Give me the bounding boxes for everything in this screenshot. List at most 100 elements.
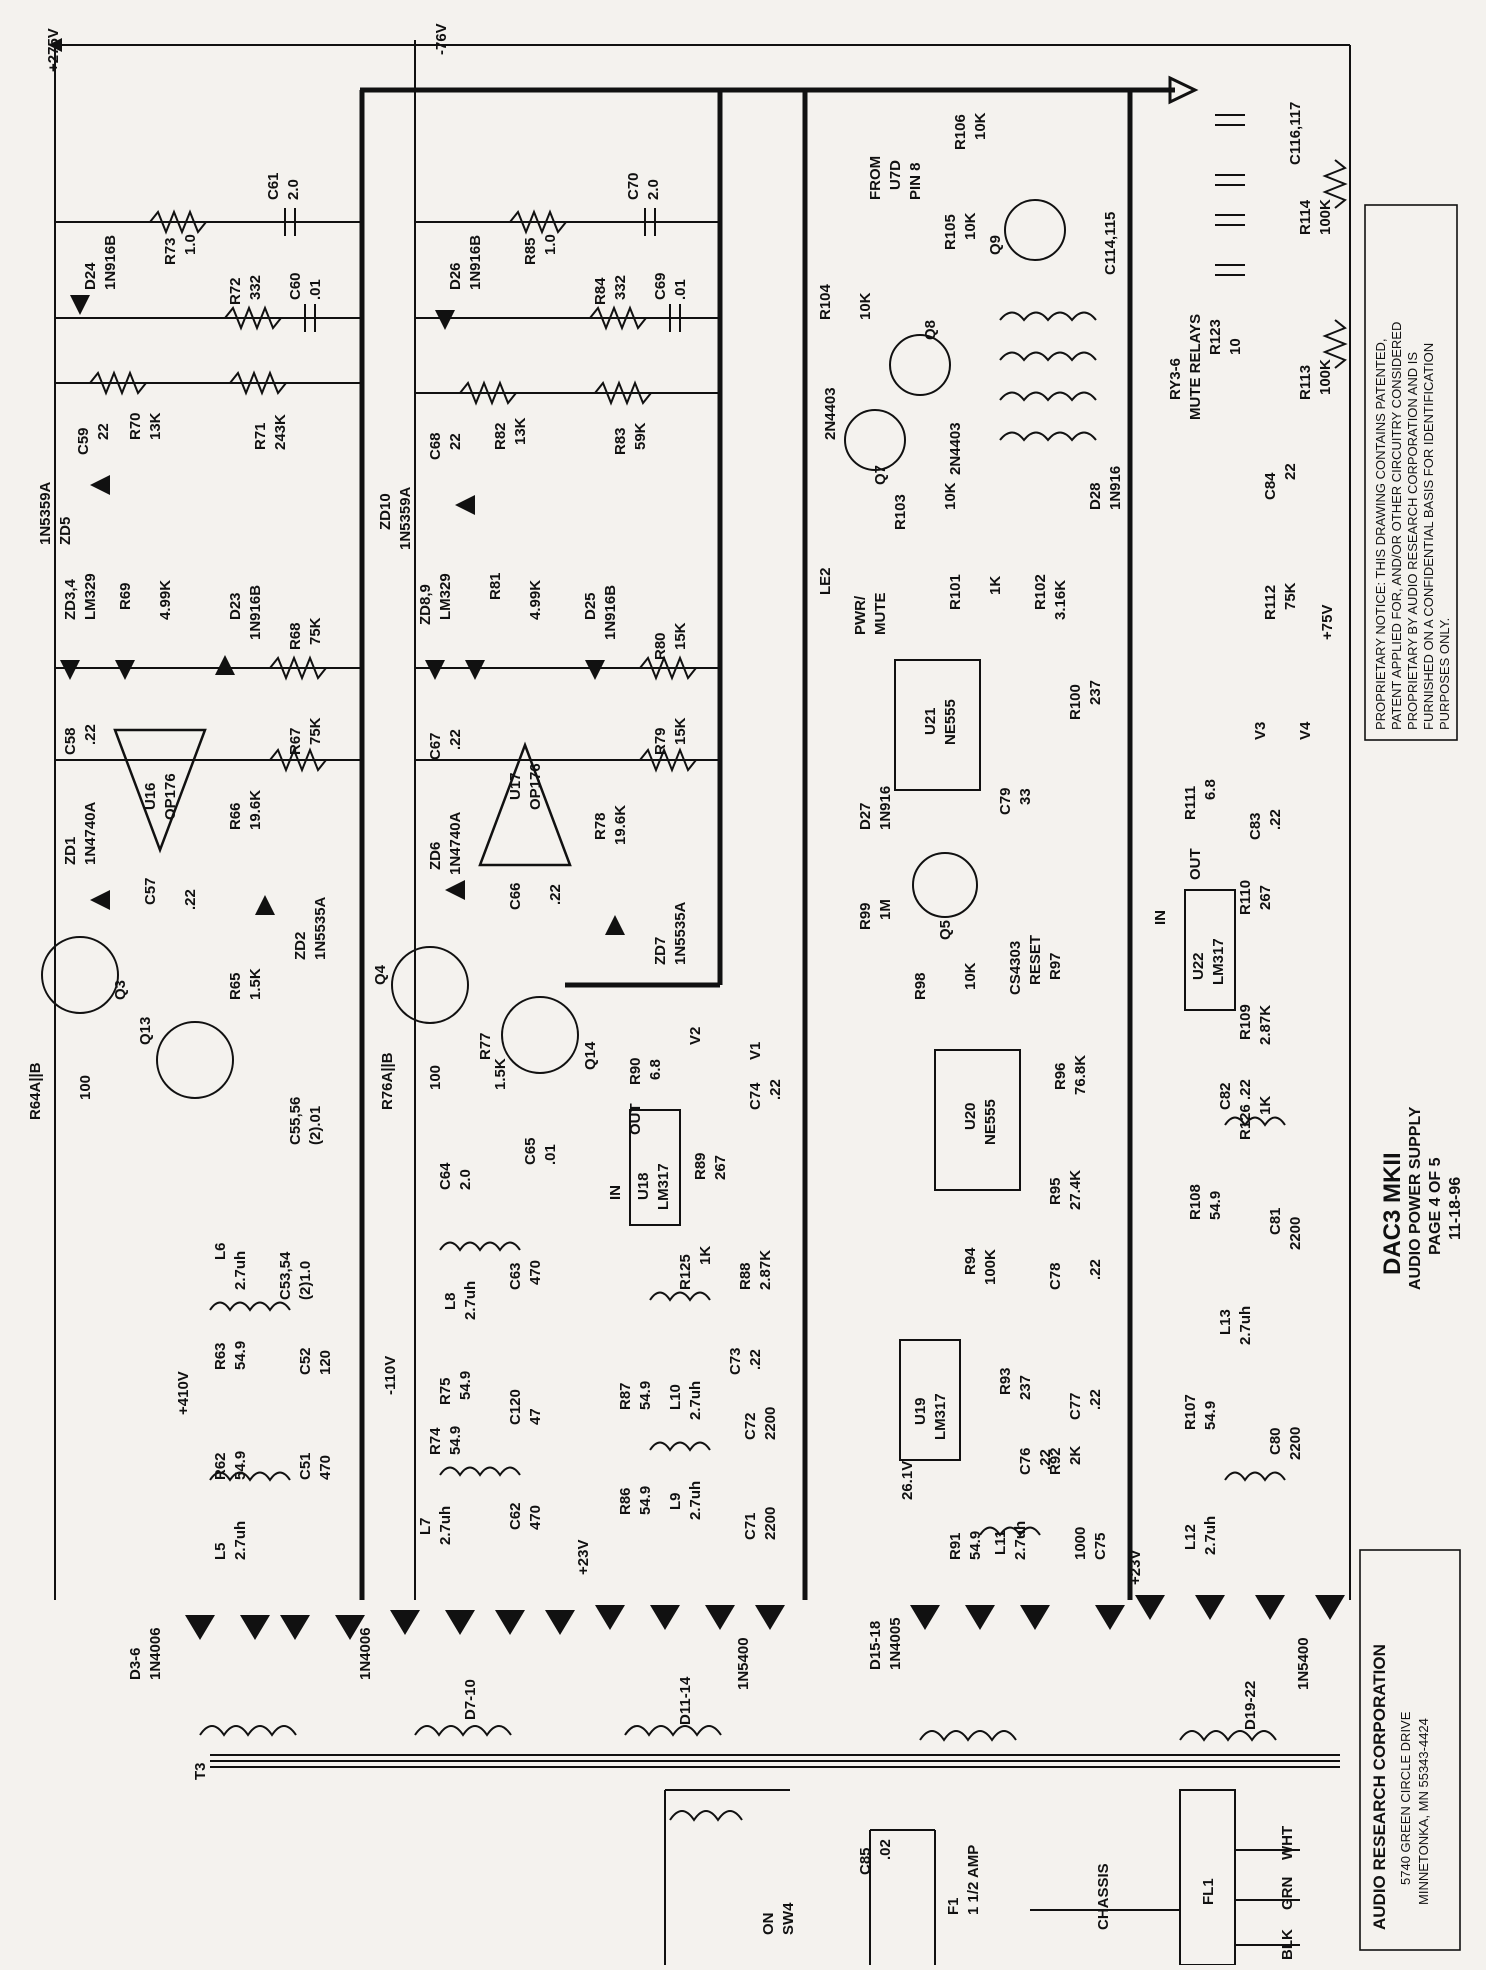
l5-label: L5 (212, 1542, 229, 1560)
c51-label: C51 (297, 1452, 314, 1480)
r76-value: 100 (427, 1065, 444, 1090)
chassis-label: CHASSIS (1095, 1863, 1112, 1930)
r93-label: R93 (997, 1367, 1014, 1395)
t3-secondary-4 (919, 1730, 1017, 1742)
r82-label: R82 (492, 422, 509, 450)
c71-label: C71 (742, 1512, 759, 1540)
c80-value: 2200 (1287, 1427, 1304, 1460)
d20-symbol (1195, 1595, 1225, 1620)
d710-label: D7-10 (462, 1679, 479, 1720)
r67-label: R67 (287, 727, 304, 755)
from-label: FROM (867, 156, 884, 200)
u20-type: NE555 (982, 1099, 999, 1145)
u21-type: NE555 (942, 699, 959, 745)
l12-symbol (1224, 1471, 1286, 1482)
l7-value: 2.7uh (437, 1506, 454, 1545)
l13-symbol (1224, 1116, 1286, 1127)
c68-label: C68 (427, 432, 444, 460)
r70-value: 13K (147, 412, 164, 440)
d5-symbol (280, 1615, 310, 1640)
l5-symbol (209, 1471, 291, 1482)
r65-value: 1.5K (247, 968, 264, 1000)
d1518-label: D15-18 (867, 1621, 884, 1670)
c75-label: C75 (1092, 1532, 1109, 1560)
l10-label: L10 (667, 1384, 684, 1410)
d10-symbol (545, 1610, 575, 1635)
c72-label: C72 (742, 1412, 759, 1440)
r82-symbol (459, 380, 517, 406)
rail-26v-label: 26.1V (899, 1461, 916, 1500)
c5354-label: C53,54 (277, 1251, 294, 1300)
c67-value: .22 (447, 729, 464, 750)
d23-label: D23 (227, 592, 244, 620)
d25-symbol (585, 660, 605, 680)
notice-frame (1364, 204, 1458, 741)
c62-label: C62 (507, 1502, 524, 1530)
l11-label: L11 (992, 1530, 1009, 1555)
u17-opamp (478, 741, 572, 867)
c73-value: .22 (747, 1349, 764, 1370)
q7-type: 2N4403 (822, 387, 839, 440)
fl1-label: FL1 (1200, 1878, 1217, 1905)
q7-transistor (844, 409, 906, 471)
notice-line-3: PROPRIETARY BY AUDIO RESEARCH CORPORATIO… (1405, 352, 1420, 730)
d28-type: 1N916 (1107, 466, 1124, 510)
r70-label: R70 (127, 412, 144, 440)
r111-value: 6.8 (1202, 779, 1219, 800)
q8-transistor (889, 334, 951, 396)
d26-symbol (435, 310, 455, 330)
company-frame (1359, 1549, 1461, 1951)
c57-label: C57 (142, 877, 159, 905)
c74-label: C74 (747, 1082, 764, 1110)
l12-label: L12 (1182, 1524, 1199, 1550)
c66-label: C66 (507, 882, 524, 910)
l6-value: 2.7uh (232, 1251, 249, 1290)
c52-value: 120 (317, 1350, 334, 1375)
zd1-symbol (90, 890, 110, 910)
q14-transistor (501, 996, 579, 1074)
t3-primary (669, 1810, 743, 1822)
r110-value: 267 (1257, 885, 1274, 910)
d23-symbol (215, 655, 235, 675)
q9-label: Q9 (987, 235, 1004, 255)
c83-label: C83 (1247, 812, 1264, 840)
c80-label: C80 (1267, 1427, 1284, 1455)
c74-value: .22 (767, 1079, 784, 1100)
u22-out: OUT (1187, 848, 1204, 880)
c78-label: C78 (1047, 1262, 1064, 1290)
c61-value: 2.0 (285, 179, 302, 200)
t3-label: T3 (192, 1762, 209, 1780)
r80-label: R80 (652, 632, 669, 660)
zd10-label: ZD10 (377, 493, 394, 530)
r78-label: R78 (592, 812, 609, 840)
ry3-coil (999, 311, 1097, 322)
r112-value: 75K (1282, 582, 1299, 610)
c60-value: .01 (307, 279, 324, 300)
r108-value: 54.9 (1207, 1191, 1224, 1220)
u16-label: U16 (142, 782, 159, 810)
r110-label: R110 (1237, 880, 1254, 915)
r125-value: 1K (697, 1246, 714, 1265)
zd9-symbol (465, 660, 485, 680)
c116-label: C116,117 (1287, 102, 1304, 165)
c5556-value: (2).01 (307, 1106, 324, 1145)
l8-label: L8 (442, 1292, 459, 1310)
rail-75v-label: +75V (1319, 605, 1336, 640)
r112-label: R112 (1262, 585, 1279, 620)
c5556-label: C55,56 (287, 1097, 304, 1145)
wht-label: WHT (1279, 1826, 1296, 1860)
r106-label: R106 (952, 114, 969, 150)
zd10-symbol (455, 495, 475, 515)
d710-type: 1N4006 (357, 1627, 374, 1680)
c64-value: 2.0 (457, 1169, 474, 1190)
r67-value: 75K (307, 717, 324, 745)
d26-label: D26 (447, 262, 464, 290)
r94-label: R94 (962, 1247, 979, 1275)
zd2-type: 1N5535A (312, 896, 329, 960)
r91-label: R91 (947, 1532, 964, 1560)
q5-label: Q5 (937, 920, 954, 940)
d23-type: 1N916B (247, 585, 264, 640)
d6-symbol (335, 1615, 365, 1640)
zd6-label: ZD6 (427, 842, 444, 870)
